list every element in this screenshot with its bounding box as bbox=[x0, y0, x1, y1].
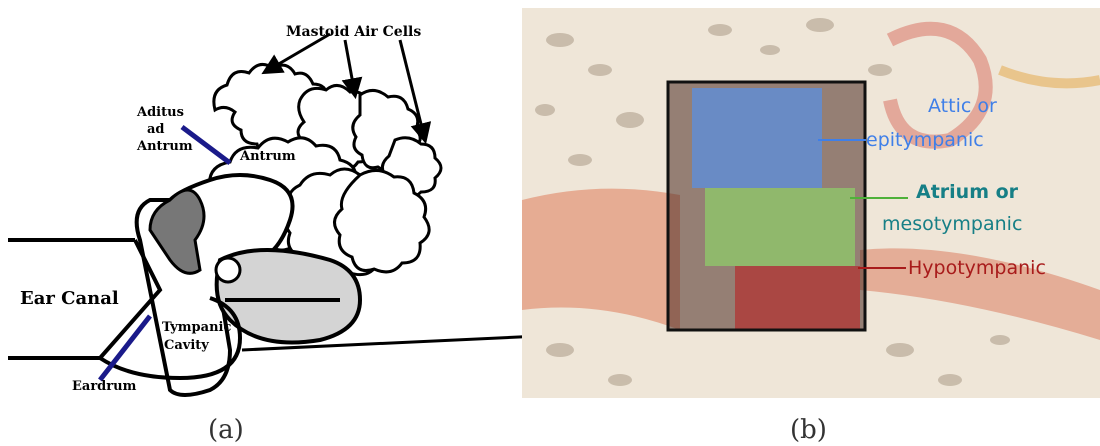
epitympanic-label-1: Attic or bbox=[928, 95, 997, 117]
hypotympanic-region bbox=[735, 266, 860, 330]
panel-b-illustration bbox=[522, 8, 1100, 398]
aditus-label-2: ad bbox=[147, 122, 165, 137]
tympanic-label-2: Cavity bbox=[164, 338, 209, 353]
ear-canal-label: Ear Canal bbox=[20, 288, 119, 309]
caption-b: (b) bbox=[790, 415, 827, 445]
oval-window bbox=[216, 258, 240, 282]
aditus-label-3: Antrum bbox=[136, 139, 193, 154]
aditus-label-1: Aditus bbox=[136, 105, 184, 120]
epitympanic-label-2: epitympanic bbox=[866, 129, 984, 151]
mastoid-air-cells-label: Mastoid Air Cells bbox=[286, 24, 421, 40]
mesotympanic-region bbox=[705, 188, 855, 266]
mesotympanic-label-1: Atrium or bbox=[916, 181, 1019, 203]
hypotympanic-label: Hypotympanic bbox=[908, 257, 1046, 279]
eardrum-label: Eardrum bbox=[72, 379, 137, 394]
caption-a: (a) bbox=[208, 415, 244, 445]
mesotympanic-label-2: mesotympanic bbox=[882, 213, 1022, 235]
antrum-label: Antrum bbox=[239, 149, 296, 164]
epitympanic-region bbox=[692, 88, 822, 188]
mastoid-arrow-2 bbox=[345, 40, 355, 95]
tympanic-label-1: Tympanic bbox=[162, 320, 231, 335]
